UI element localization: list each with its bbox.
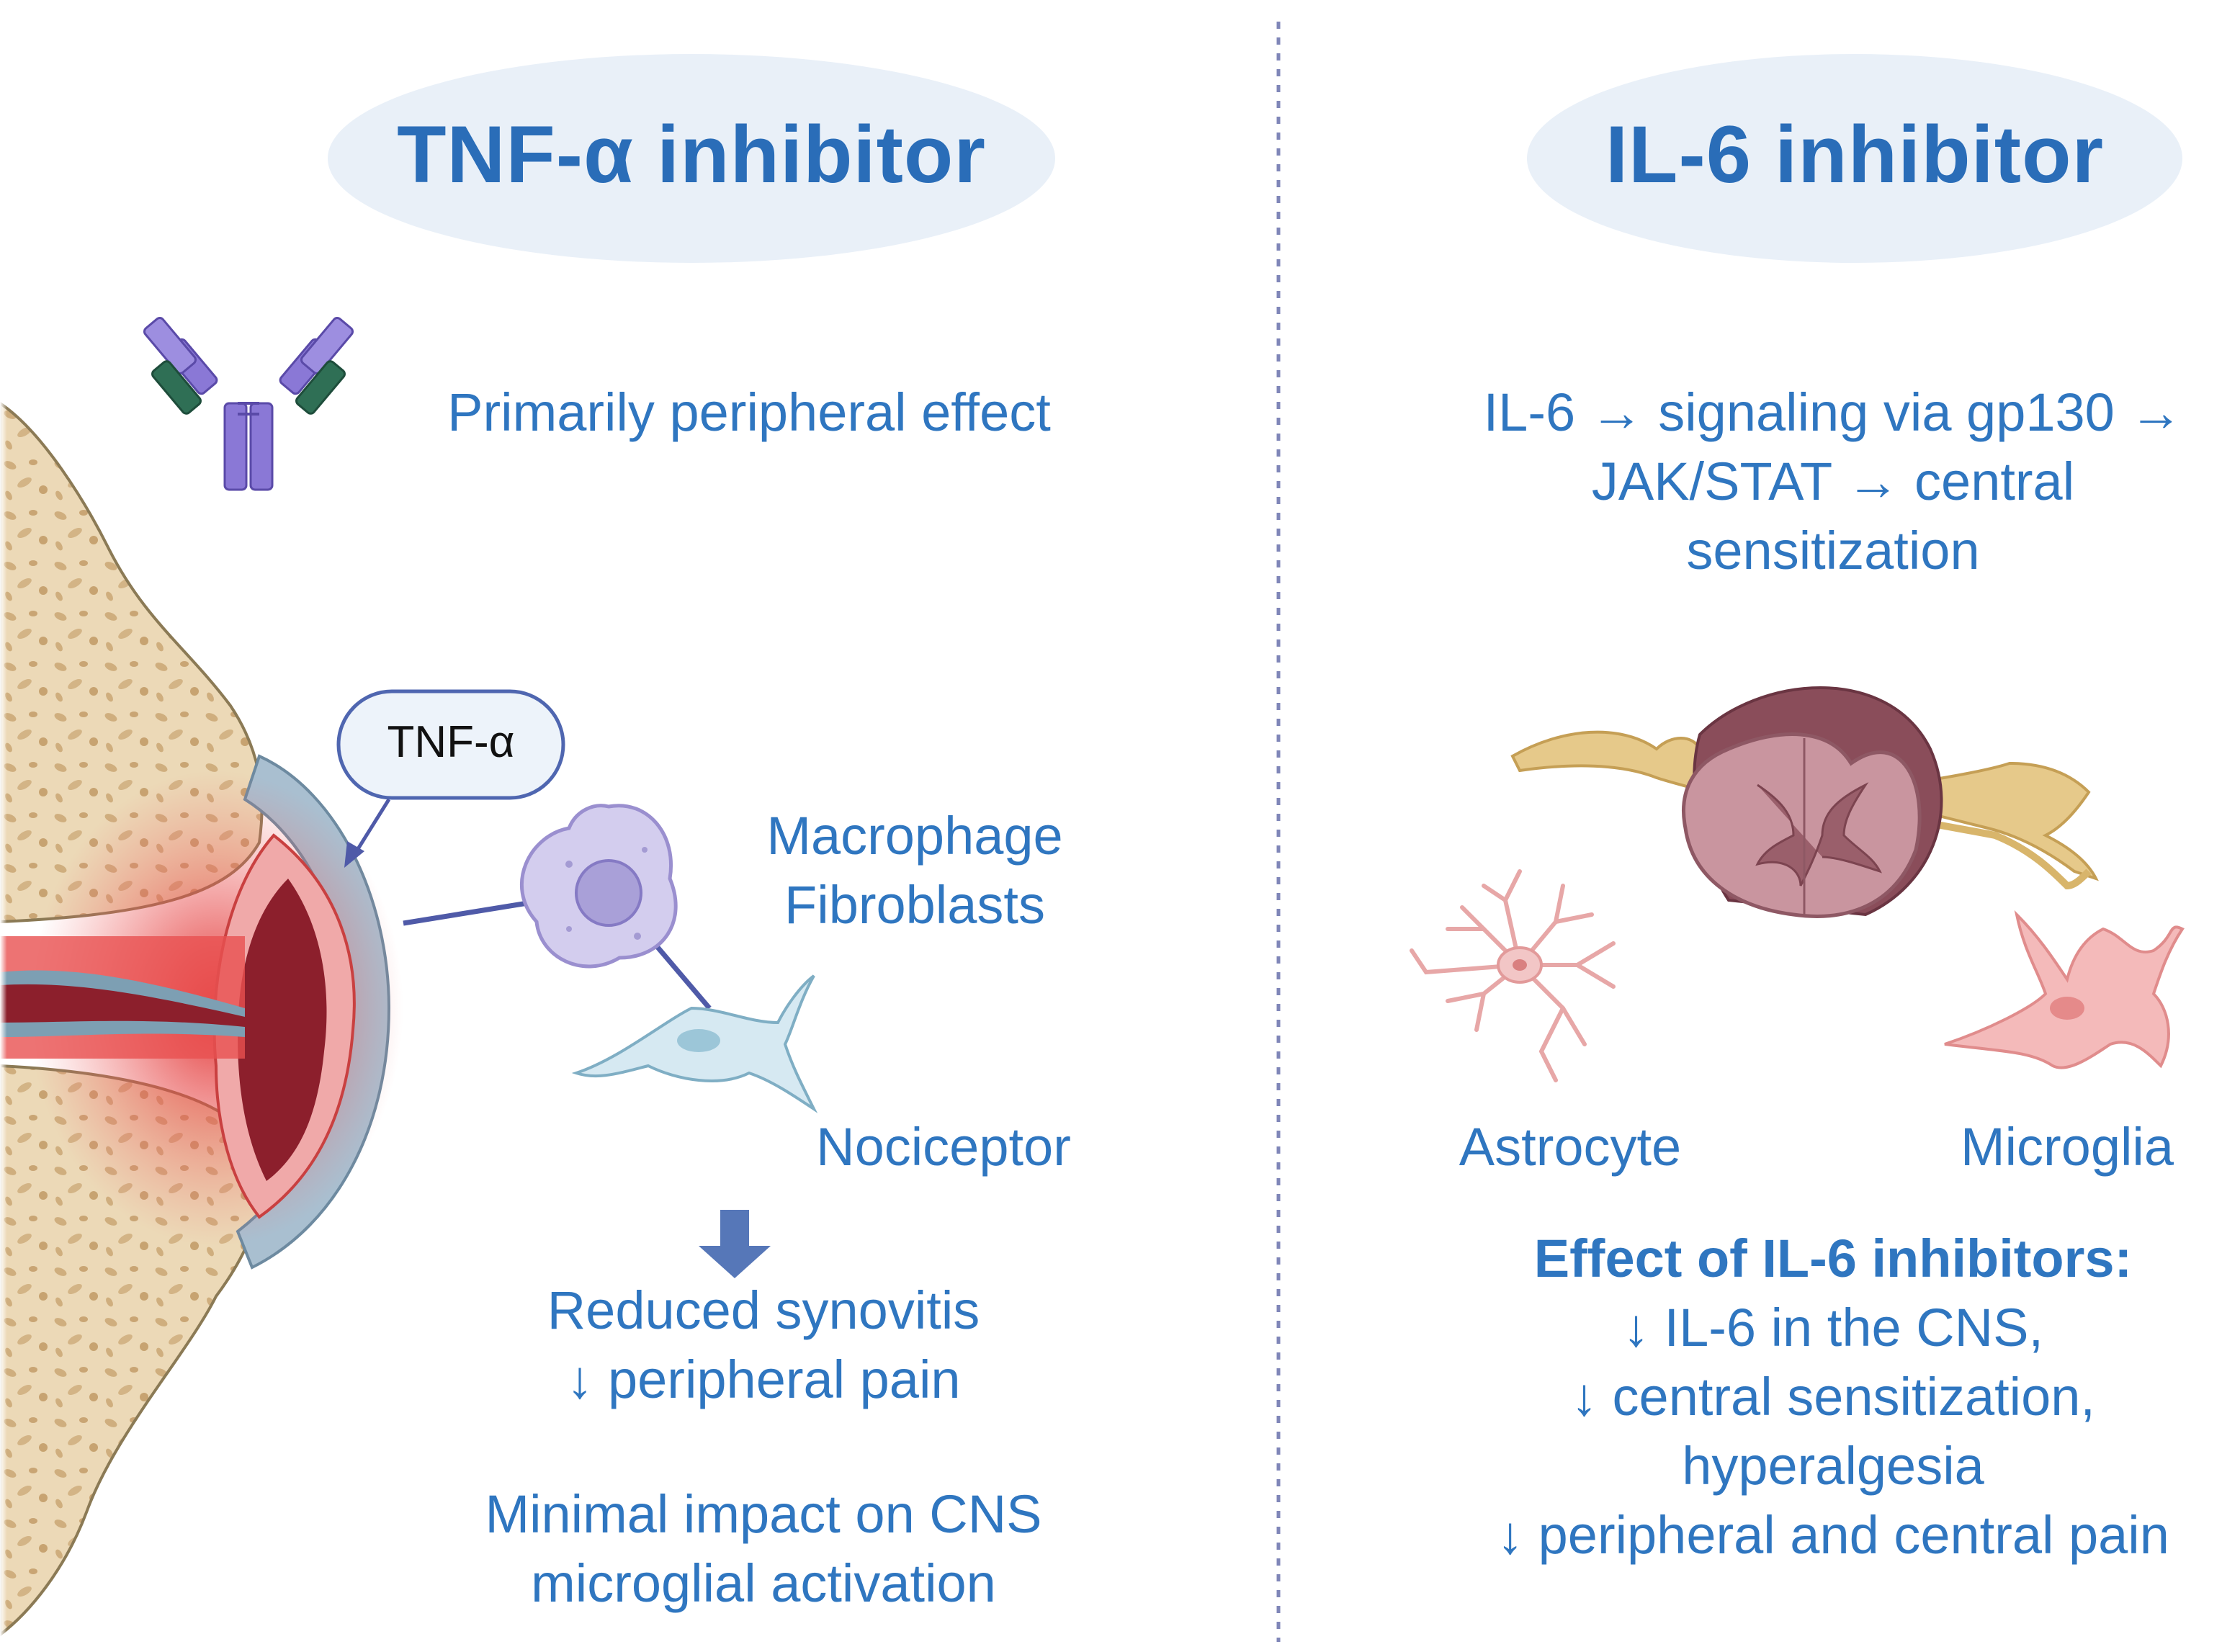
macrophage-icon [519, 804, 678, 969]
left-effect-text: Primarily peripheral effect [447, 382, 1051, 442]
signal-line3: sensitization [1686, 521, 1980, 580]
signal-line1: IL-6 → signaling via gp130 → [1483, 382, 2183, 442]
effect-line1: ↓ IL-6 in the CNS, [1622, 1298, 2043, 1357]
cells-label-line1: Macrophage [766, 806, 1063, 866]
down-arrow-icon [699, 1210, 771, 1278]
left-title: TNF-α inhibitor [397, 109, 986, 199]
antibody-icon [143, 317, 354, 491]
signal-line2: JAK/STAT → central [1591, 452, 2075, 511]
outcome-line1: Reduced synovitis [547, 1280, 980, 1340]
spinal-cord-icon [1510, 686, 2099, 918]
effect-heading: Effect of IL-6 inhibitors: [1533, 1229, 2133, 1288]
cns-impact-line1: Minimal impact on CNS [485, 1484, 1042, 1544]
right-title-pill [1527, 54, 2182, 263]
cells-label-line2: Fibroblasts [784, 875, 1045, 935]
tnf-callout-bubble [336, 689, 565, 800]
effect-line2: ↓ central sensitization, [1570, 1367, 2095, 1427]
left-title-pill [328, 54, 1055, 263]
effect-line3: hyperalgesia [1682, 1436, 1984, 1496]
nociceptor-label: Nociceptor [816, 1117, 1071, 1177]
astrocyte-label: Astrocyte [1459, 1117, 1682, 1177]
right-title: IL-6 inhibitor [1605, 109, 2105, 199]
outcome-line2: ↓ peripheral pain [566, 1350, 961, 1409]
fibroblast-icon [571, 974, 818, 1113]
microglia-icon [1944, 910, 2185, 1069]
effect-line4: ↓ peripheral and central pain [1497, 1505, 2169, 1565]
microglia-label: Microglia [1960, 1117, 2174, 1177]
tnf-callout-label: TNF-α [387, 717, 515, 767]
tnf-callout-arrow [351, 798, 391, 858]
cns-impact-line2: microglial activation [531, 1553, 996, 1613]
joint-illustration [0, 382, 403, 1642]
